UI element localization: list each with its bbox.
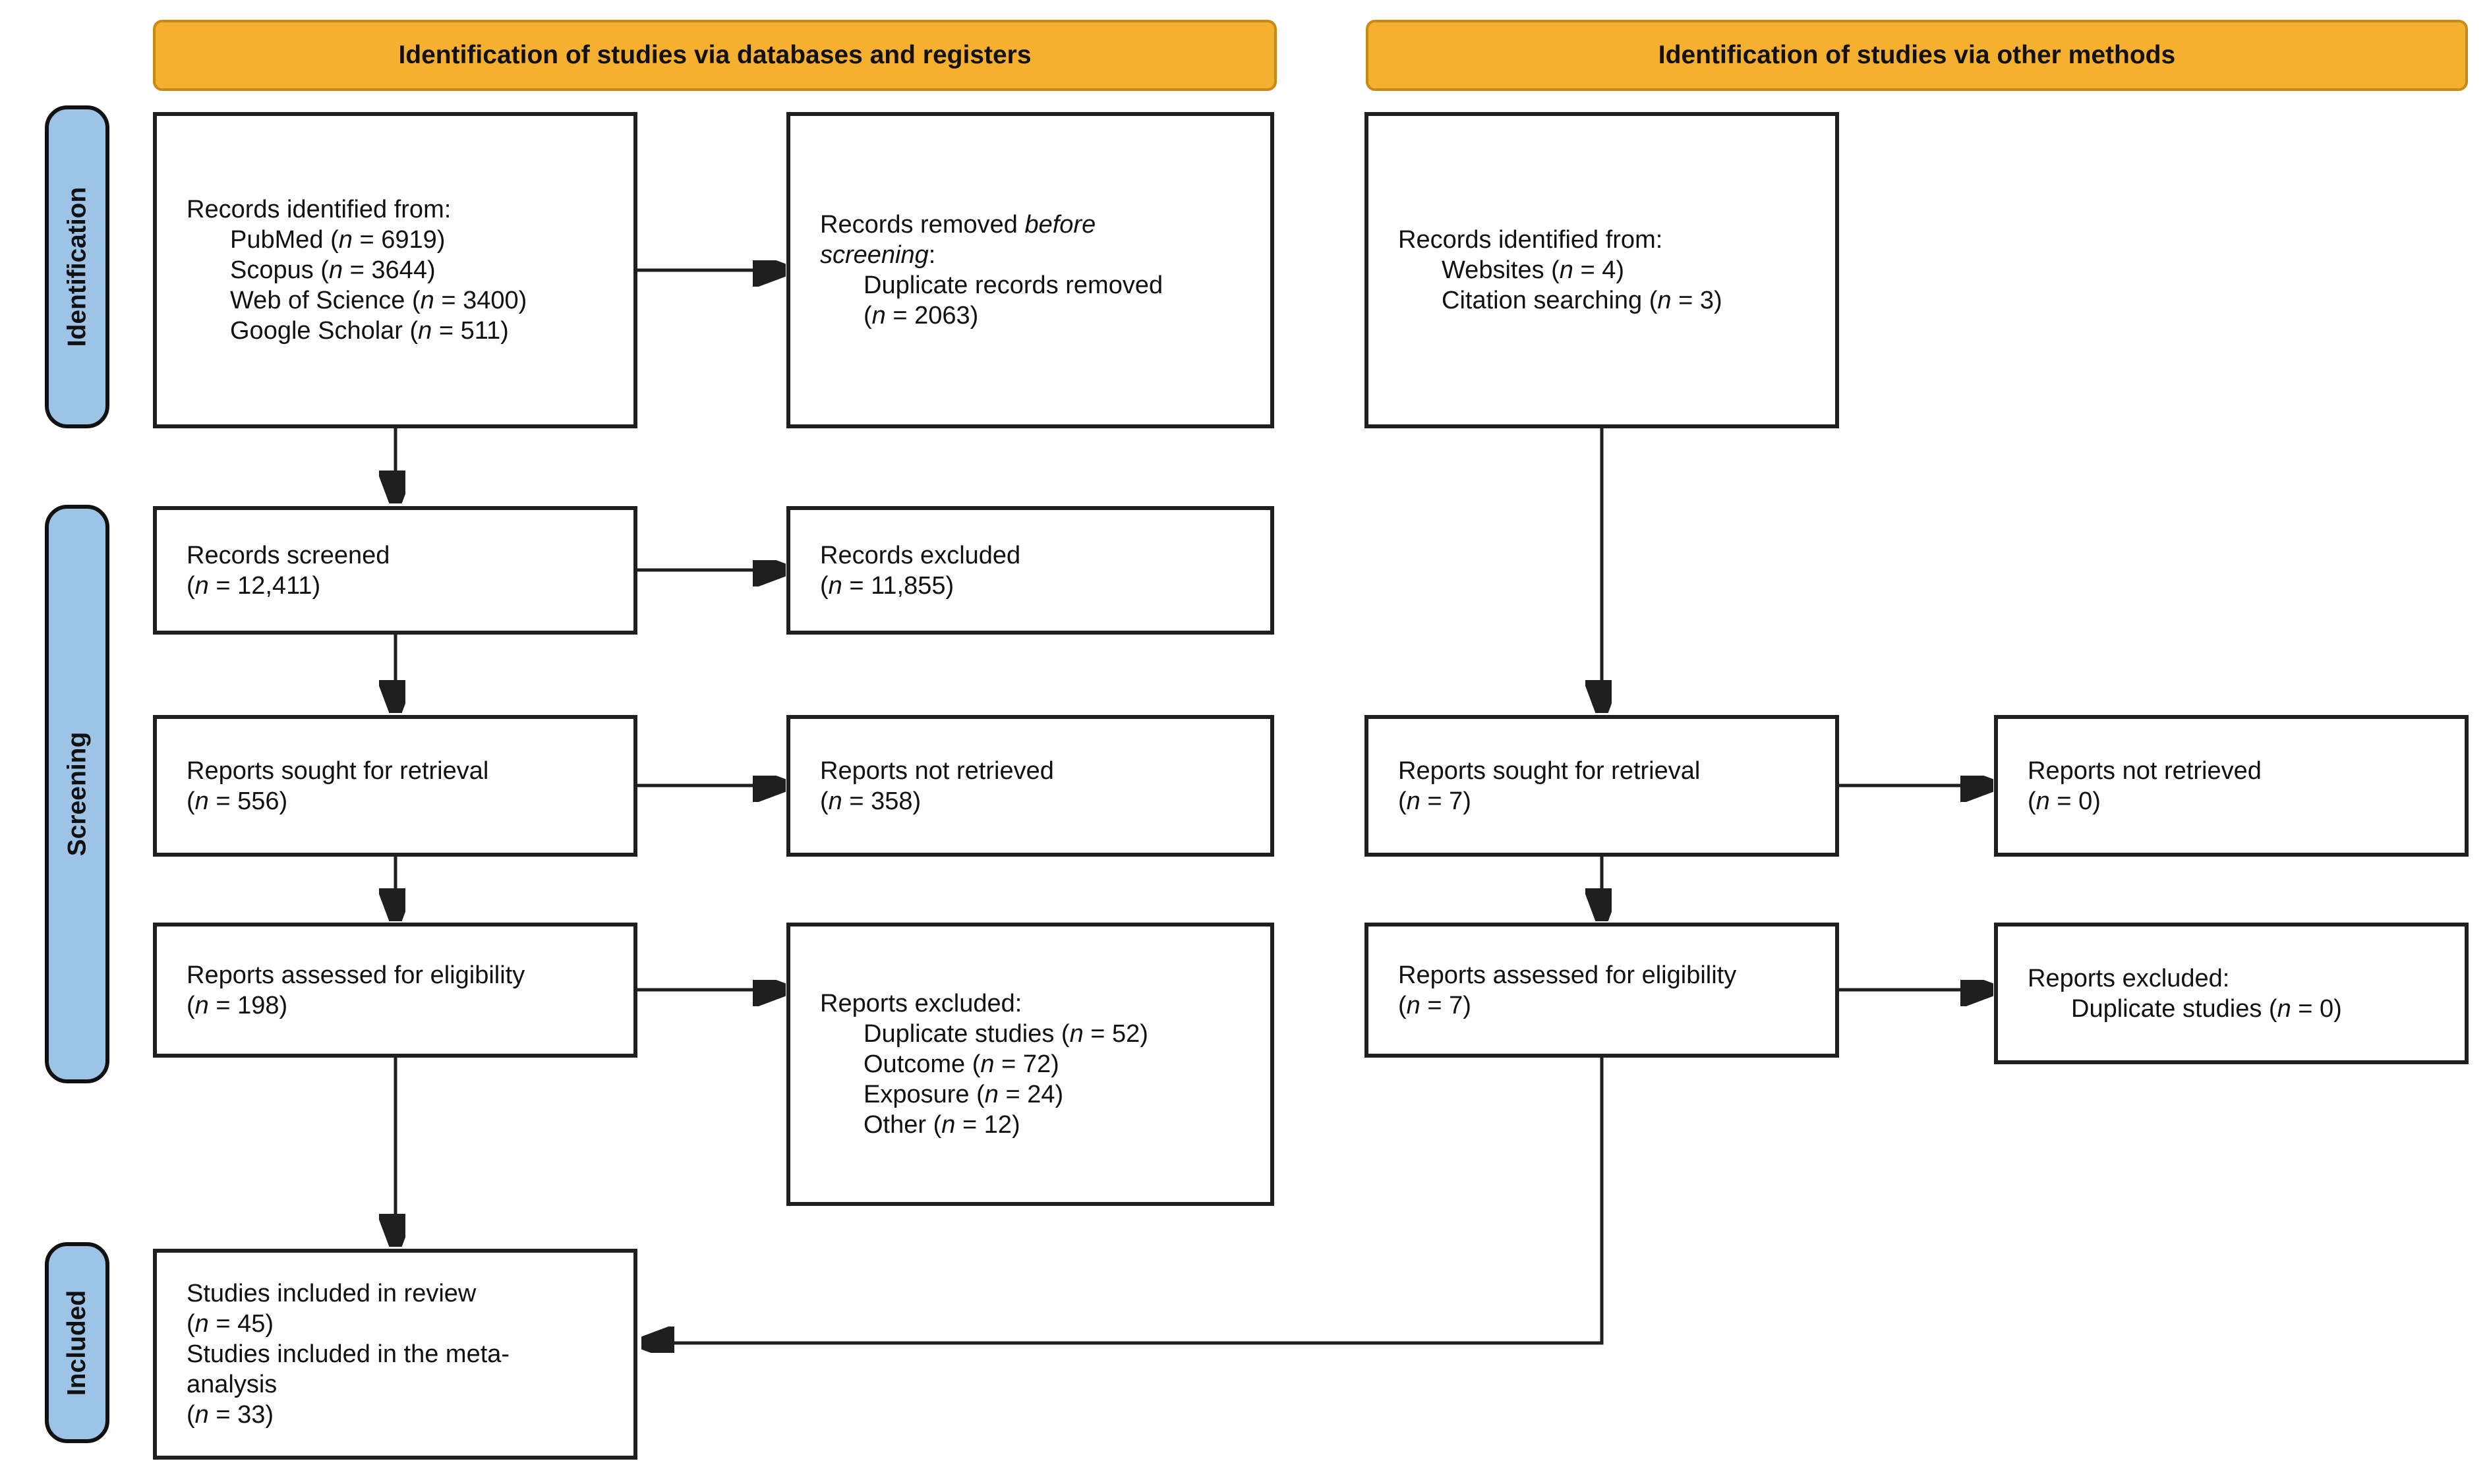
box-records-identified-databases: Records identified from: PubMed (n = 6919… bbox=[153, 112, 637, 428]
box-text-line: PubMed (n = 6919) bbox=[230, 226, 446, 254]
box-text-line: (n = 11,855) bbox=[820, 571, 954, 600]
box-text-line: Reports not retrieved bbox=[820, 756, 1054, 785]
box-studies-included: Studies included in review (n = 45)Studie… bbox=[153, 1249, 637, 1460]
box-text-line: Records excluded bbox=[820, 541, 1021, 569]
box-text-line: Reports sought for retrieval bbox=[187, 756, 489, 785]
box-text-line: (n = 33) bbox=[187, 1401, 274, 1429]
box-text-line: Studies included in review bbox=[187, 1280, 477, 1307]
box-text-line: (n = 358) bbox=[820, 787, 922, 815]
box-text-line: Records screened bbox=[187, 541, 390, 569]
box-text-line: screening: bbox=[820, 241, 936, 269]
box-reports-assessed-other: Reports assessed for eligibility(n = 7) bbox=[1364, 923, 1839, 1058]
box-text-line: Reports excluded: bbox=[2028, 964, 2230, 992]
box-records-identified-other: Records identified from:Websites (n = 4)… bbox=[1364, 112, 1839, 428]
box-text-line: Exposure (n = 24) bbox=[864, 1081, 1064, 1108]
box-text-line: analysis bbox=[187, 1371, 278, 1398]
stage-label-screening: Screening bbox=[45, 505, 109, 1083]
box-text-line: Records identified from: bbox=[1398, 226, 1663, 254]
box-text-line: Reports assessed for eligibility bbox=[187, 961, 525, 989]
box-text-line: Reports sought for retrieval bbox=[1398, 756, 1701, 785]
box-text-line: (n = 45) bbox=[187, 1310, 274, 1338]
stage-label-screening-text: Screening bbox=[63, 731, 92, 857]
box-text-line: Duplicate records removed bbox=[864, 271, 1163, 299]
box-text-line: Reports excluded: bbox=[820, 990, 1022, 1017]
box-text-line: Reports not retrieved bbox=[2028, 756, 2262, 785]
box-text-line: Records removed before bbox=[820, 211, 1096, 239]
stage-label-identification: Identification bbox=[45, 105, 109, 428]
box-text-line: Studies included in the meta- bbox=[187, 1340, 510, 1368]
box-text-line: Duplicate studies (n = 0) bbox=[2071, 994, 2342, 1023]
banner-databases-registers: Identification of studies via databases … bbox=[153, 20, 1277, 91]
box-text-line: Citation searching (n = 3) bbox=[1442, 287, 1722, 314]
box-reports-sought-other: Reports sought for retrieval(n = 7) bbox=[1364, 715, 1839, 857]
box-reports-sought-databases: Reports sought for retrieval(n = 556) bbox=[153, 715, 637, 857]
box-reports-excluded-databases: Reports excluded: Duplicate studies (n = … bbox=[786, 923, 1274, 1206]
box-text-line: (n = 556) bbox=[187, 787, 288, 815]
box-reports-not-retrieved-other: Reports not retrieved(n = 0) bbox=[1994, 715, 2469, 857]
box-text-line: Google Scholar (n = 511) bbox=[230, 317, 509, 345]
box-text-line: Other (n = 12) bbox=[864, 1111, 1020, 1139]
box-text-line: Websites (n = 4) bbox=[1442, 256, 1625, 284]
box-text-line: Web of Science (n = 3400) bbox=[230, 287, 527, 314]
box-text-line: (n = 12,411) bbox=[187, 571, 321, 600]
box-text-line: (n = 2063) bbox=[864, 302, 979, 329]
stage-label-included: Included bbox=[45, 1242, 109, 1443]
box-text-line: (n = 198) bbox=[187, 991, 288, 1019]
box-records-screened: Records screened(n = 12,411) bbox=[153, 506, 637, 635]
banner-other-methods: Identification of studies via other meth… bbox=[1366, 20, 2468, 91]
box-text-line: Scopus (n = 3644) bbox=[230, 256, 436, 284]
box-text-line: Reports assessed for eligibility bbox=[1398, 961, 1737, 989]
box-text-line: Records identified from: bbox=[187, 196, 452, 223]
stage-label-identification-text: Identification bbox=[63, 186, 92, 347]
box-reports-not-retrieved-databases: Reports not retrieved(n = 358) bbox=[786, 715, 1274, 857]
stage-label-included-text: Included bbox=[63, 1290, 91, 1396]
box-text-line: Outcome (n = 72) bbox=[864, 1050, 1059, 1078]
box-text-line: (n = 7) bbox=[1398, 991, 1471, 1019]
box-text-line: (n = 7) bbox=[1398, 787, 1471, 815]
box-text-line: (n = 0) bbox=[2028, 787, 2101, 815]
box-text-line: Duplicate studies (n = 52) bbox=[864, 1020, 1148, 1048]
box-records-excluded: Records excluded(n = 11,855) bbox=[786, 506, 1274, 635]
box-reports-excluded-other: Reports excluded:Duplicate studies (n = … bbox=[1994, 923, 2469, 1064]
box-reports-assessed-databases: Reports assessed for eligibility(n = 198… bbox=[153, 923, 637, 1058]
